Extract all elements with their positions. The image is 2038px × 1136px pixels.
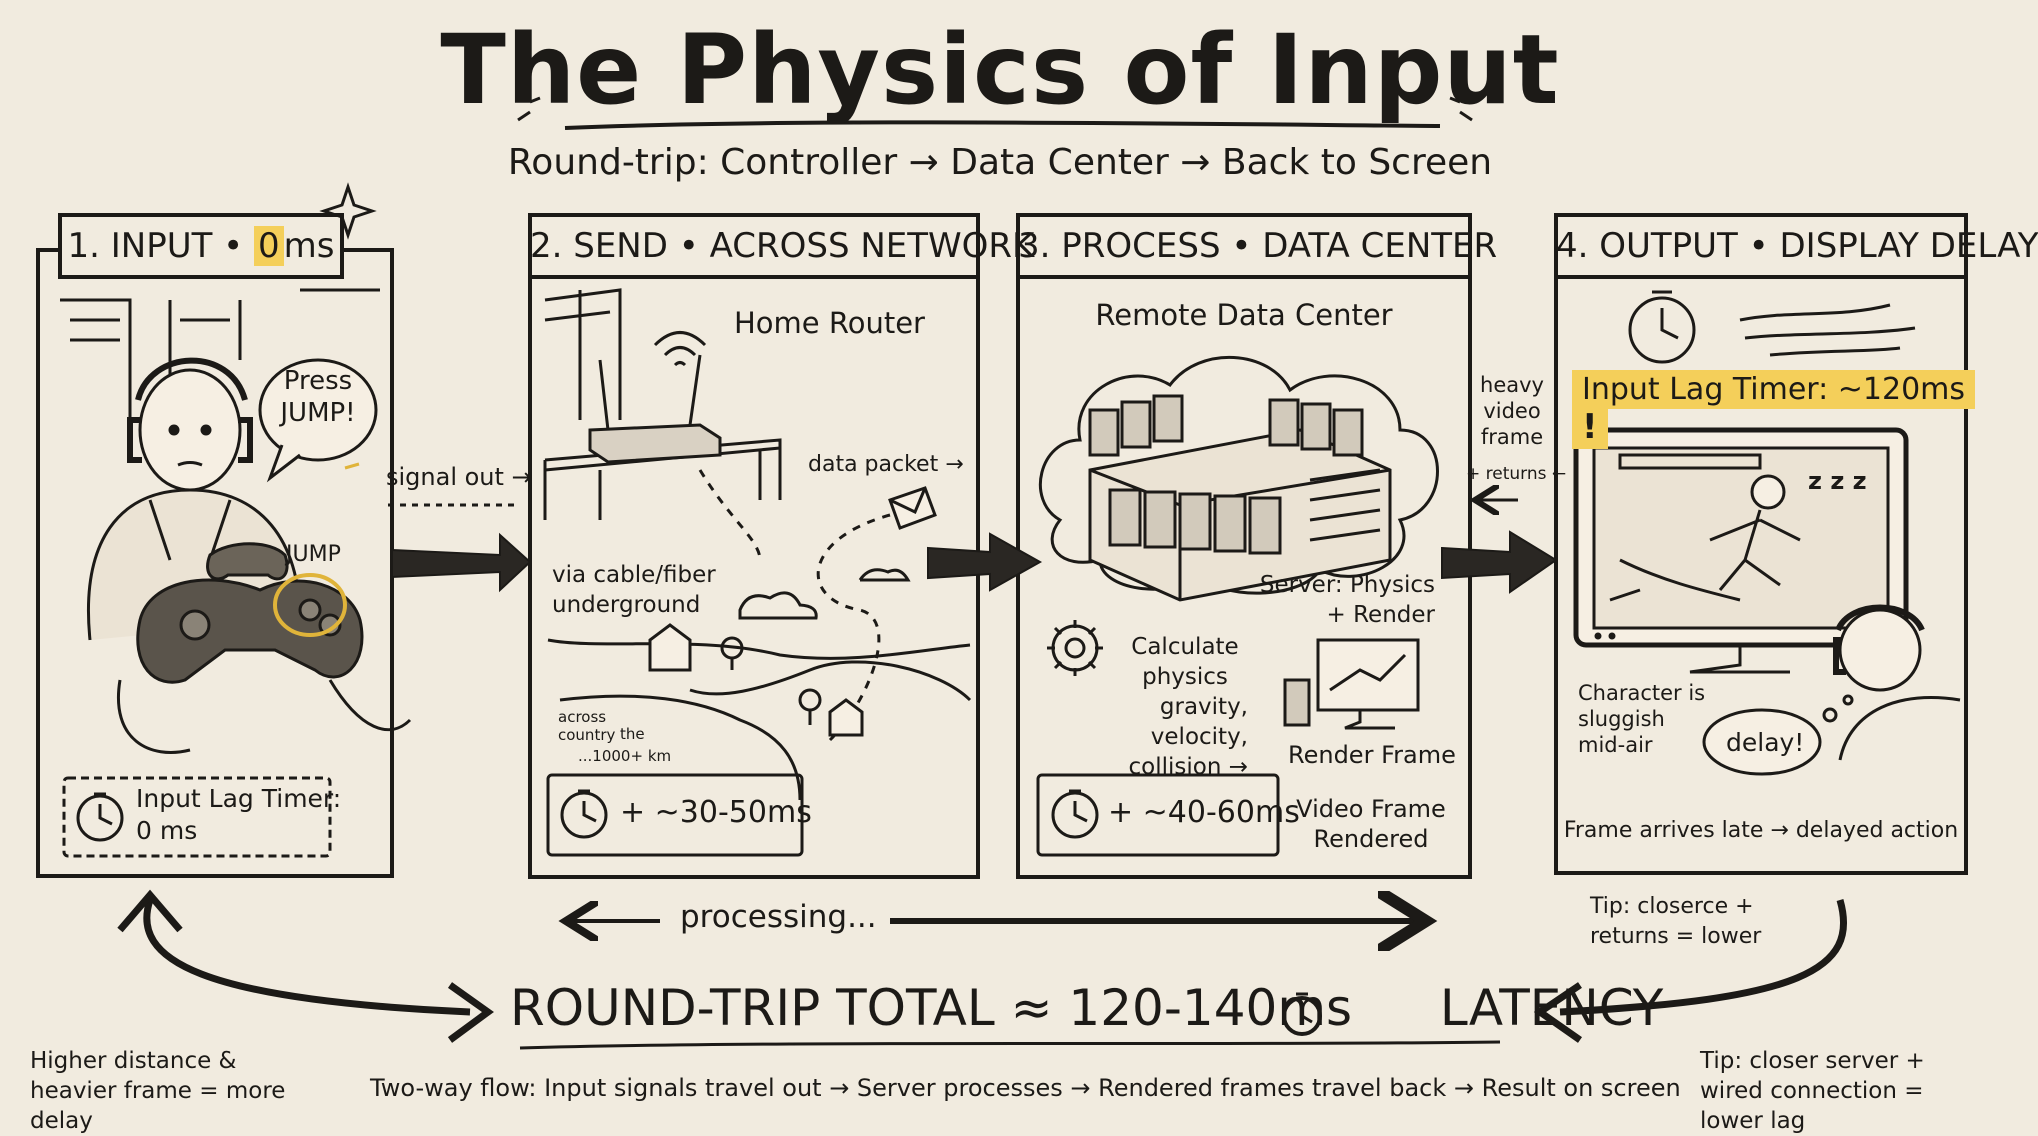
input-lag-timer-text: Input Lag Timer: ~120ms xyxy=(1572,370,1976,409)
page-subtitle: Round-trip: Controller → Data Center → B… xyxy=(507,142,1493,183)
round-trip-banner: ROUND-TRIP TOTAL ≈ 120-140ms LATENCY xyxy=(510,975,1663,1041)
panel-2-frame xyxy=(528,213,980,879)
returns-label: + returns ← xyxy=(1466,464,1567,484)
distance-label: ...1000+ km xyxy=(578,747,672,765)
zzz-label: z z z xyxy=(1808,467,1867,495)
the-label: the xyxy=(620,725,645,743)
tip-right-note: Tip: closer server + wired connection = … xyxy=(1700,1048,1925,1134)
latency-label: LATENCY xyxy=(1439,979,1664,1037)
panel-4-heading: 4. OUTPUT • DISPLAY DELAY xyxy=(1556,226,2038,266)
data-packet-label: data packet → xyxy=(808,452,964,477)
jump-label: JUMP xyxy=(286,542,341,567)
round-trip-total: ROUND-TRIP TOTAL ≈ 120-140ms xyxy=(510,979,1353,1037)
speech-bubble-text: Press JUMP! xyxy=(280,366,356,428)
panel-1-heading-highlight: 0 xyxy=(254,226,284,266)
video-frame-rendered-label: Video Frame Rendered xyxy=(1296,795,1446,853)
panel-1-heading-prefix: 1. INPUT • xyxy=(67,226,255,266)
return-arrows xyxy=(117,889,1847,1043)
panel-2-timer: + ~30-50ms xyxy=(620,795,812,830)
panel-4-bottom-note: Frame arrives late → delayed action xyxy=(1563,818,1959,843)
processing-label: processing... xyxy=(680,899,877,935)
display-illustration xyxy=(1573,290,1961,776)
panel-4-frame xyxy=(1554,213,1968,875)
flow-arrows xyxy=(391,530,1558,594)
panel-2-heading: 2. SEND • ACROSS NETWORK xyxy=(530,226,1035,266)
panel-3-heading: 3. PROCESS • DATA CENTER xyxy=(1018,226,1498,266)
calculate-physics-label: Calculate physics xyxy=(1131,634,1239,690)
gamer-illustration xyxy=(60,288,412,858)
left-note: Higher distance & heavier frame = more d… xyxy=(30,1048,286,1134)
panel-1-frame xyxy=(36,213,394,878)
input-lag-bang: ! xyxy=(1572,405,1608,449)
panel-1-heading-suffix: ms xyxy=(283,226,335,266)
data-center-label: Remote Data Center xyxy=(1095,298,1393,332)
panel-3-timer: + ~40-60ms xyxy=(1108,795,1300,830)
panel-3-frame xyxy=(1016,213,1472,879)
diagram-artwork xyxy=(36,96,1968,1050)
input-lag-timer-badge: Input Lag Timer: ~120ms ! xyxy=(1572,370,2000,449)
panel-1-timer-label: Input Lag Timer: xyxy=(136,784,342,813)
datacenter-illustration xyxy=(1036,355,1439,857)
cable-label: via cable/fiber underground xyxy=(552,562,716,618)
home-router-label: Home Router xyxy=(734,306,925,340)
footer-flow: Two-way flow: Input signals travel out →… xyxy=(370,1074,1681,1102)
delay-bubble-text: delay! xyxy=(1726,728,1805,757)
network-illustration xyxy=(543,288,972,857)
heavy-frame-label: heavy video frame xyxy=(1480,373,1544,449)
panel-1-timer-value: 0 ms xyxy=(136,816,198,845)
calculate-detail-label: gravity, velocity, collision → xyxy=(1128,694,1249,780)
page-title: The Physics of Input xyxy=(440,14,1560,126)
sluggish-label: Character is sluggish mid-air xyxy=(1578,681,1706,757)
server-label: Server: Physics + Render xyxy=(1259,572,1435,628)
across-country-label: across country xyxy=(558,708,616,744)
signal-out-label: signal out → xyxy=(386,463,532,491)
render-frame-label: Render Frame xyxy=(1288,741,1456,769)
tip-mid-note: Tip: closerce + returns = lower xyxy=(1590,894,1762,949)
